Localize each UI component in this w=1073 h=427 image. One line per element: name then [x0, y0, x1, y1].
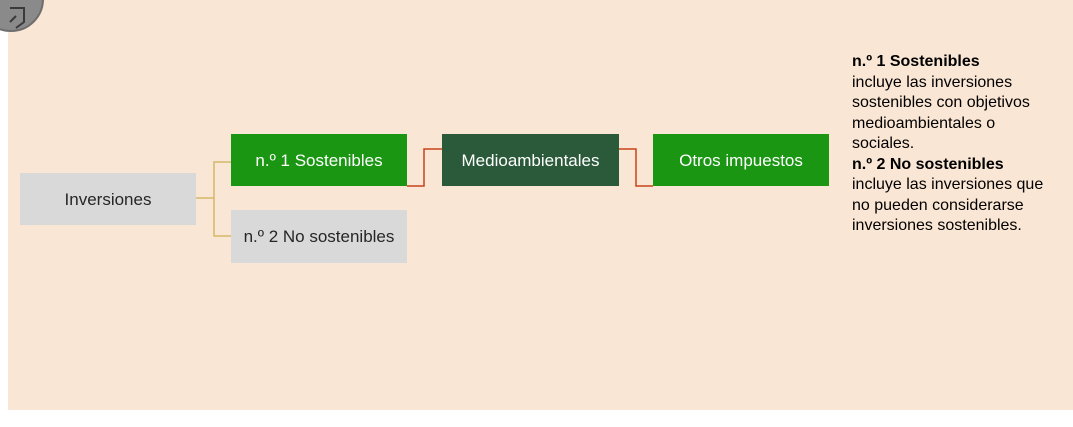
connector-sostenibles-medioambientales — [407, 148, 442, 187]
node-no-sostenibles: n.º 2 No sostenibles — [231, 210, 407, 263]
note-heading-no-sostenibles: n.º 2 No sostenibles — [852, 155, 1004, 173]
connector-medioambientales-otros — [619, 148, 653, 187]
node-otros-impuestos: Otros impuestos — [653, 134, 829, 186]
node-sostenibles: n.º 1 Sostenibles — [231, 134, 407, 186]
note-text-no-sostenibles: incluye las inversiones que no pueden co… — [852, 176, 1044, 234]
note-heading-sostenibles: n.º 1 Sostenibles — [852, 53, 980, 70]
node-medioambientales: Medioambientales — [442, 134, 619, 186]
note-text-sostenibles: incluye las inversiones sostenibles con … — [852, 73, 1030, 153]
node-inversiones: Inversiones — [20, 173, 196, 225]
side-note: n.º 1 Sostenibles incluye las inversione… — [852, 52, 1052, 237]
connector-root-up — [213, 161, 231, 198]
connector-root-down — [213, 198, 231, 237]
